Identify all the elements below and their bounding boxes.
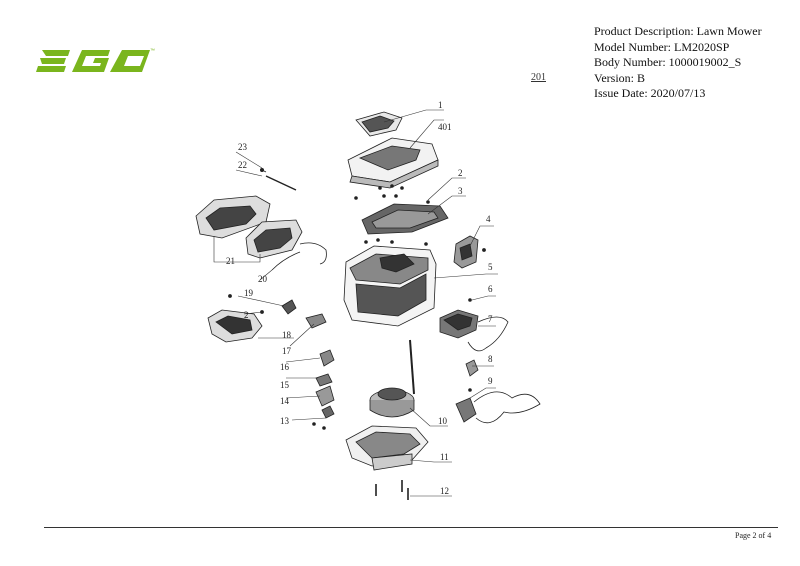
callout-19: 19	[244, 288, 254, 298]
callout-9: 9	[488, 376, 493, 386]
callout-20: 20	[258, 274, 268, 284]
callout-8: 8	[488, 354, 493, 364]
part-controller[interactable]	[439, 298, 509, 352]
footer-divider	[44, 527, 778, 528]
callout-11: 11	[440, 452, 449, 462]
body-number: Body Number: 1000019002_S	[594, 55, 742, 70]
part-sensor-harness[interactable]	[455, 388, 541, 424]
callout-7: 7	[488, 314, 493, 324]
trademark-mark: ™	[150, 48, 155, 54]
model-number: Model Number: LM2020SP	[594, 39, 730, 54]
callout-6: 6	[488, 284, 493, 294]
callout-4: 4	[486, 214, 491, 224]
callout-10: 10	[438, 416, 448, 426]
part-control-module[interactable]	[453, 235, 486, 269]
callout-22: 22	[238, 160, 247, 170]
callout-21: 21	[226, 256, 235, 266]
version: Version: B	[594, 70, 645, 85]
callout-16: 16	[280, 362, 290, 372]
callout-3: 3	[458, 186, 463, 196]
part-switch-assembly[interactable]	[312, 349, 335, 430]
product-info: Product Description: Lawn Mower Model Nu…	[594, 24, 762, 102]
ego-logo: ™	[36, 48, 155, 72]
part-bracket[interactable]	[465, 359, 479, 377]
part-top-cover[interactable]	[347, 111, 439, 189]
part-top-support[interactable]	[354, 184, 449, 235]
callout-1: 1	[438, 100, 443, 110]
part-lower-housing[interactable]	[345, 425, 429, 471]
reference-link-201[interactable]: 201	[531, 72, 546, 83]
issue-date: Issue Date: 2020/07/13	[594, 86, 706, 101]
callout-14: 14	[280, 396, 290, 406]
part-screws[interactable]	[375, 480, 409, 500]
callout-2-lower: 2	[244, 310, 249, 320]
callout-2: 2	[458, 168, 463, 178]
part-rod-and-screw[interactable]	[259, 167, 297, 191]
callout-401: 401	[438, 122, 452, 132]
product-description: Product Description: Lawn Mower	[594, 24, 762, 38]
callout-12: 12	[440, 486, 449, 496]
callout-23: 23	[238, 142, 248, 152]
part-front-housing[interactable]	[195, 195, 327, 271]
callout-18: 18	[282, 330, 292, 340]
callout-13: 13	[280, 416, 290, 426]
part-main-body[interactable]	[343, 238, 437, 327]
callout-15: 15	[280, 380, 290, 390]
callout-17: 17	[282, 346, 292, 356]
part-motor[interactable]	[369, 339, 415, 418]
page-number: Page 2 of 4	[735, 531, 772, 540]
callout-5: 5	[488, 262, 493, 272]
part-lower-front[interactable]	[207, 294, 327, 343]
